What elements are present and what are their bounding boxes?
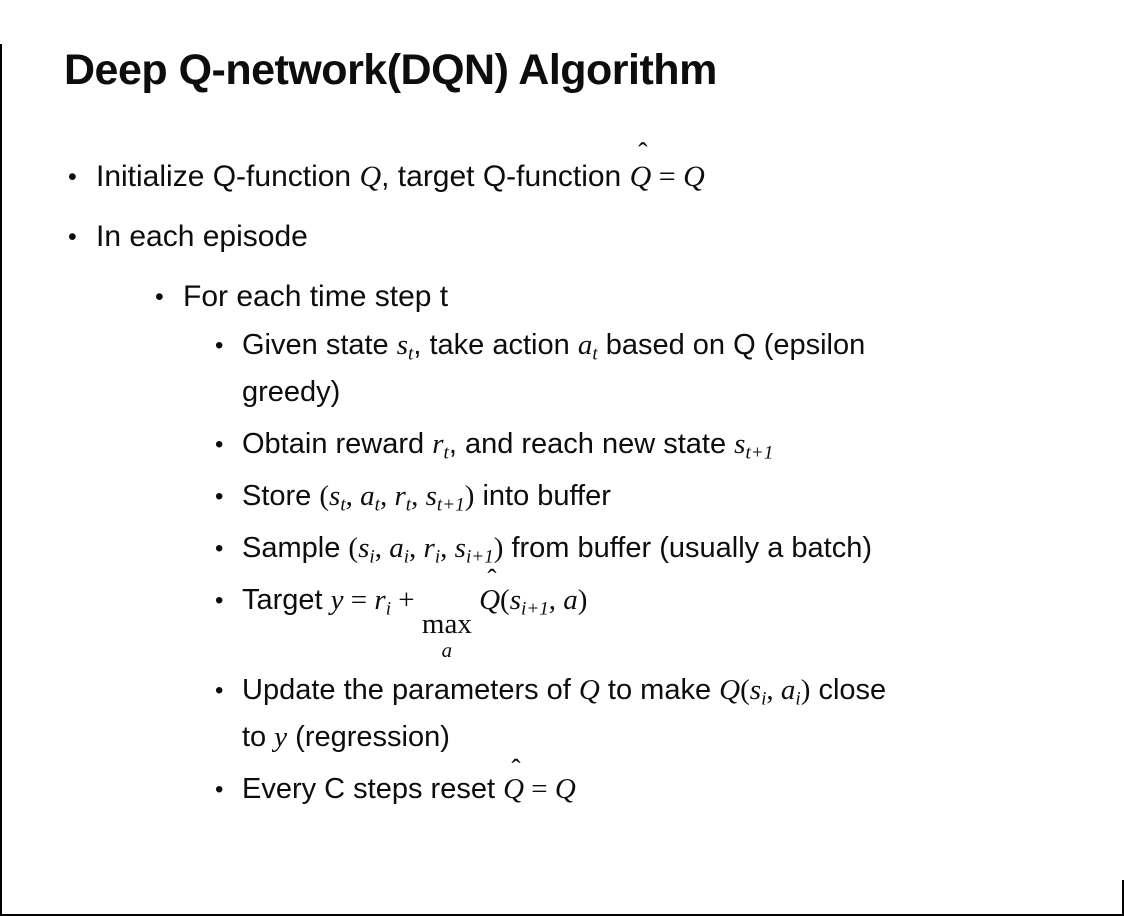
- bullet-text: Sample (si, ai, ri, si+1) from buffer (u…: [242, 532, 872, 568]
- bullet-icon: •: [215, 587, 224, 614]
- bullet-icon: •: [215, 431, 224, 458]
- bullet-item: • Given state st, take action at based on…: [0, 322, 1124, 416]
- bullet-item: • For each time step t: [0, 272, 1124, 322]
- bullet-list: • Initialize Q-function Q, target Q-funct…: [0, 138, 1124, 813]
- bullet-text: In each episode: [96, 220, 308, 253]
- slide-frame-left-border: [0, 44, 2, 916]
- bullet-item: • Initialize Q-function Q, target Q-funct…: [0, 138, 1124, 202]
- bullet-text: Update the parameters of Q to make Q(si,…: [242, 674, 887, 754]
- bullet-icon: •: [68, 223, 77, 251]
- bullet-icon: •: [215, 483, 224, 510]
- bullet-icon: •: [215, 332, 224, 359]
- bullet-item: • Store (st, at, rt, st+1) into buffer: [0, 473, 1124, 520]
- bullet-icon: •: [68, 163, 77, 191]
- slide: Deep Q-network(DQN) Algorithm • Initializ…: [0, 44, 1124, 813]
- bullet-icon: •: [215, 535, 224, 562]
- bullet-item: • In each episode: [0, 212, 1124, 262]
- bullet-text: Obtain reward rt, and reach new state st…: [242, 428, 774, 464]
- bullet-text: Given state st, take action at based on …: [242, 329, 866, 408]
- bullet-text: Store (st, at, rt, st+1) into buffer: [242, 480, 611, 516]
- bullet-item: • Obtain reward rt, and reach new state s…: [0, 421, 1124, 468]
- slide-title: Deep Q-network(DQN) Algorithm: [64, 46, 717, 94]
- bullet-icon: •: [215, 677, 224, 705]
- bullet-text: Initialize Q-function Q, target Q-functi…: [96, 138, 705, 202]
- bullet-text: For each time step t: [183, 280, 449, 313]
- bullet-item: • Update the parameters of Q to make Q(si…: [0, 667, 1124, 761]
- bullet-item: • Sample (si, ai, ri, si+1) from buffer (…: [0, 525, 1124, 572]
- bullet-icon: •: [155, 283, 164, 311]
- bullet-icon: •: [215, 776, 224, 804]
